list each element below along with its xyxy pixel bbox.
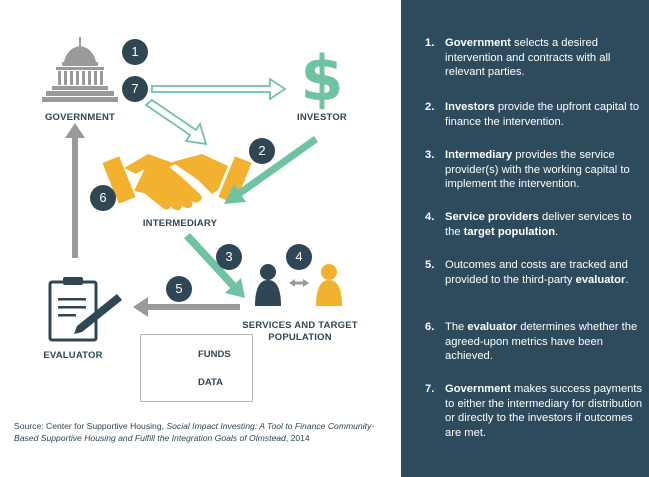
- step-text-bold: Government: [445, 37, 511, 49]
- services-label: SERVICES AND TARGET POPULATION: [240, 320, 360, 344]
- step-text-bold: target population: [463, 225, 556, 238]
- step-text-plain: .: [625, 273, 629, 286]
- dollar-sign-icon: $: [300, 42, 343, 115]
- step-number: 3.: [425, 149, 435, 161]
- legend-data-label: DATA: [198, 377, 223, 388]
- step-text-plain: The: [445, 321, 468, 333]
- step-text-bold: Intermediary: [445, 149, 513, 161]
- people-exchange-icon: [255, 264, 342, 306]
- step-text-plain: selects a desired intervention and contr…: [445, 37, 611, 78]
- step-badge-3: 3: [216, 244, 242, 270]
- step-number: 4.: [425, 211, 435, 223]
- step-text-plain: deliver services to the: [445, 211, 632, 238]
- government-label: GOVERNMENT: [44, 112, 116, 123]
- arrow-funds-government-to-intermediary: [144, 98, 208, 146]
- step-text-plain: .: [555, 225, 559, 238]
- evaluator-label: EVALUATOR: [43, 350, 103, 361]
- step-text: Government selects a desired interventio…: [445, 36, 645, 80]
- clipboard-pen-icon: [48, 277, 122, 342]
- services-label-line1: SERVICES AND TARGET: [242, 320, 358, 331]
- step-number: 2.: [425, 101, 435, 113]
- step-badge-1: 1: [122, 39, 148, 65]
- flow-diagram: $: [14, 37, 394, 444]
- step-text-bold: evaluator: [467, 321, 518, 333]
- diagram-canvas: $: [42, 37, 344, 389]
- step-text: Outcomes and costs are tracked and provi…: [445, 258, 645, 287]
- step-text-plain: Outcomes and costs are tracked and provi…: [445, 259, 628, 286]
- step-text: The evaluator determines whether the agr…: [445, 320, 645, 364]
- step-text-plain: provides the service provider(s) with th…: [445, 149, 630, 190]
- source-title: Social Impact Investing: A Tool to Finan…: [14, 421, 375, 443]
- step-text-plain: makes success payments to either the int…: [445, 383, 643, 439]
- step-number: 5.: [425, 259, 435, 271]
- step-text-bold: evaluator: [575, 273, 626, 286]
- step-text: Government makes success payments to eit…: [445, 382, 645, 440]
- step-number: 1.: [425, 37, 435, 49]
- step-text: Service providers deliver services to th…: [445, 210, 645, 239]
- legend-funds-label: FUNDS: [198, 349, 231, 360]
- investor-label: INVESTOR: [297, 112, 347, 123]
- step-text-plain: provide the upfront capital to finance t…: [445, 101, 640, 128]
- services-label-line2: POPULATION: [268, 332, 332, 343]
- handshake-icon: [102, 154, 252, 211]
- step-number: 7.: [425, 383, 435, 395]
- arrow-data-evaluator-to-government: [65, 123, 85, 258]
- step-badge-6: 6: [90, 185, 116, 211]
- legend: [140, 334, 253, 402]
- capitol-dome-icon: [42, 37, 118, 102]
- steps-panel: 1. Government selects a desired intervent…: [401, 0, 649, 477]
- arrow-funds-government-to-investor: [151, 77, 287, 101]
- step-badge-4: 4: [286, 244, 312, 270]
- arrow-funds-investor-to-intermediary: [224, 136, 318, 204]
- step-text: Intermediary provides the service provid…: [445, 148, 645, 192]
- arrow-data-services-to-evaluator: [133, 297, 240, 317]
- step-badge-7: 7: [122, 76, 148, 102]
- arrow-funds-intermediary-to-services: [184, 233, 245, 298]
- step-text: Investors provide the upfront capital to…: [445, 100, 645, 129]
- step-text-plain: determines whether the agreed-upon metri…: [445, 321, 638, 362]
- source-citation: Source: Center for Supportive Housing, S…: [14, 420, 394, 444]
- step-text-bold: Service providers: [445, 211, 539, 223]
- intermediary-label: INTERMEDIARY: [142, 218, 218, 229]
- step-badge-2: 2: [249, 138, 275, 164]
- step-number: 6.: [425, 321, 435, 333]
- source-suffix: , 2014: [285, 433, 310, 443]
- step-badge-5: 5: [166, 276, 192, 302]
- source-prefix: Source: Center for Supportive Housing,: [14, 421, 167, 431]
- step-text-bold: Investors: [445, 101, 495, 113]
- step-text-bold: Government: [445, 383, 511, 395]
